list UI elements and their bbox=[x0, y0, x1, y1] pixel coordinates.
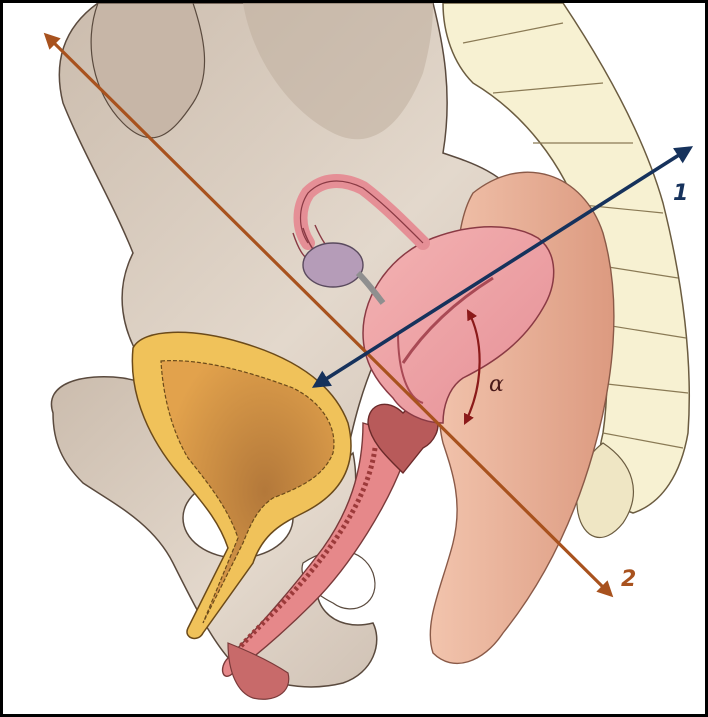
axis-2-label: 2 bbox=[621, 567, 636, 592]
axis-1-label: 1 bbox=[673, 181, 688, 206]
pelvis-diagram: 1 2 α bbox=[3, 3, 705, 714]
ovary bbox=[303, 243, 363, 287]
angle-alpha-label: α bbox=[489, 372, 504, 397]
